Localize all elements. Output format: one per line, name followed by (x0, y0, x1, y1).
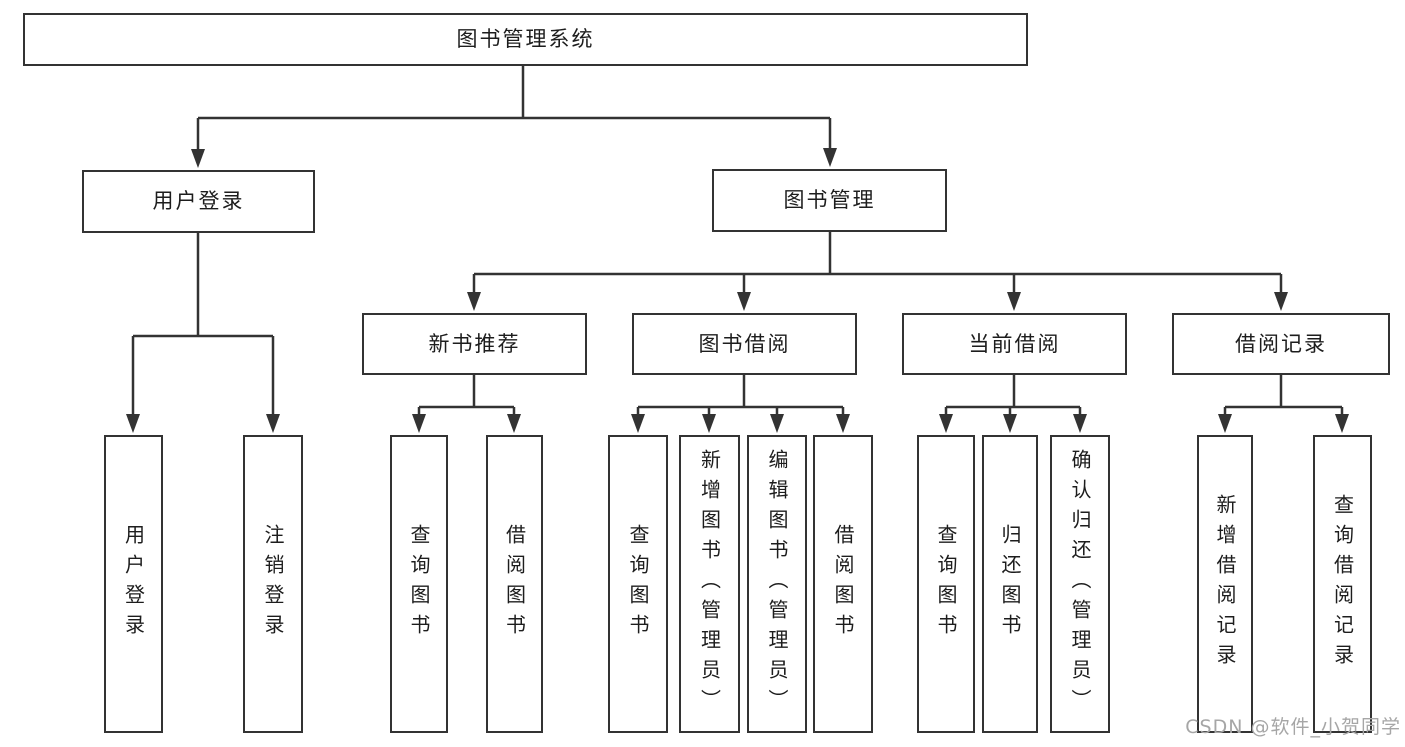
node-leaf-cb-return-books: 归还图书 (982, 435, 1038, 733)
node-leaf-bb-borrow-books: 借阅图书 (813, 435, 873, 733)
node-leaf-user-login: 用户登录 (104, 435, 163, 733)
arrow-down-icon (770, 414, 784, 433)
node-leaf-cb-confirm-return-admin: 确认归还（管理员） (1050, 435, 1110, 733)
node-book-borrow: 图书借阅 (632, 313, 857, 375)
arrow-down-icon (1073, 414, 1087, 433)
arrow-down-icon (1007, 292, 1021, 311)
arrow-down-icon (467, 292, 481, 311)
arrow-down-icon (1274, 292, 1288, 311)
node-leaf-logout: 注销登录 (243, 435, 303, 733)
arrow-down-icon (737, 292, 751, 311)
arrow-down-icon (823, 148, 837, 167)
arrow-down-icon (126, 414, 140, 433)
connector-book-mgmt-to-level3 (467, 232, 1288, 311)
arrow-down-icon (191, 149, 205, 168)
arrow-down-icon (939, 414, 953, 433)
node-leaf-br-add-record: 新增借阅记录 (1197, 435, 1253, 733)
node-leaf-nbr-query-books: 查询图书 (390, 435, 448, 733)
connector-user-login-children (126, 233, 280, 433)
arrow-down-icon (507, 414, 521, 433)
node-borrow-records: 借阅记录 (1172, 313, 1390, 375)
node-user-login: 用户登录 (82, 170, 315, 233)
node-book-mgmt: 图书管理 (712, 169, 947, 232)
node-leaf-bb-query-books: 查询图书 (608, 435, 668, 733)
arrow-down-icon (266, 414, 280, 433)
connector-current-borrow-children (939, 375, 1087, 433)
node-leaf-cb-query-books: 查询图书 (917, 435, 975, 733)
node-new-book-rec: 新书推荐 (362, 313, 587, 375)
connector-book-borrow-children (631, 375, 850, 433)
watermark: CSDN @软件_小贺同学 (1185, 716, 1401, 738)
node-leaf-bb-edit-books-admin: 编辑图书（管理员） (747, 435, 807, 733)
node-current-borrow: 当前借阅 (902, 313, 1127, 375)
connector-root-to-level2 (191, 66, 837, 168)
arrow-down-icon (702, 414, 716, 433)
node-leaf-br-query-record: 查询借阅记录 (1313, 435, 1372, 733)
node-leaf-nbr-borrow-books: 借阅图书 (486, 435, 543, 733)
arrow-down-icon (631, 414, 645, 433)
connector-borrow-records-children (1218, 375, 1349, 433)
node-leaf-bb-add-books-admin: 新增图书（管理员） (679, 435, 740, 733)
arrow-down-icon (1003, 414, 1017, 433)
node-root: 图书管理系统 (23, 13, 1028, 66)
arrow-down-icon (836, 414, 850, 433)
connector-new-book-rec-children (412, 375, 521, 433)
arrow-down-icon (1335, 414, 1349, 433)
arrow-down-icon (1218, 414, 1232, 433)
arrow-down-icon (412, 414, 426, 433)
